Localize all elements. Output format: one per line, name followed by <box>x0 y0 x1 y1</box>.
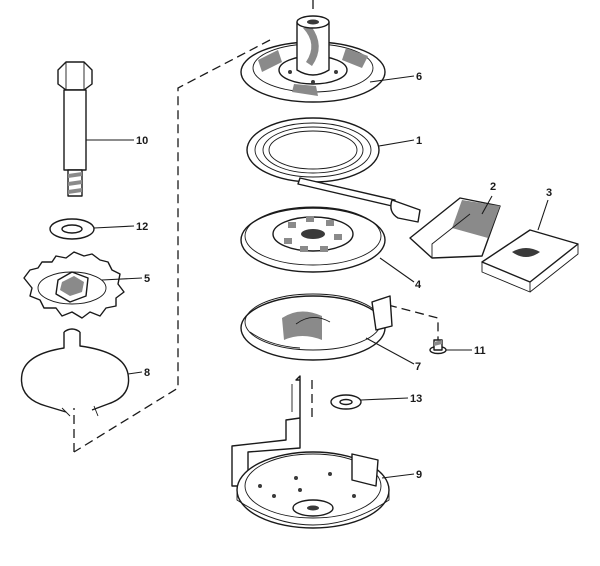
callout-5: 5 <box>144 273 150 285</box>
part-10-bolt <box>57 61 93 197</box>
part-13-small-washer <box>330 394 362 410</box>
part-2-starter-handle <box>390 197 501 259</box>
assembly-centerlines <box>73 0 439 453</box>
callout-9: 9 <box>416 469 422 481</box>
part-8-spring-clip <box>20 328 130 417</box>
callout-13: 13 <box>410 393 422 405</box>
callout-labels: 6 1 2 3 4 5 10 12 11 7 8 13 9 <box>136 71 552 481</box>
callout-3: 3 <box>546 187 552 199</box>
callout-6: 6 <box>416 71 422 83</box>
callout-2: 2 <box>490 181 496 193</box>
callout-4: 4 <box>415 279 422 291</box>
callout-10: 10 <box>136 135 148 147</box>
callout-1: 1 <box>416 135 422 147</box>
part-3-handle-insert <box>481 229 579 293</box>
callout-7: 7 <box>415 361 421 373</box>
callout-11: 11 <box>474 345 486 357</box>
part-9-base-plate <box>231 375 390 529</box>
part-4-sheave-plate <box>240 206 386 273</box>
leader-lines <box>86 75 549 479</box>
callout-12: 12 <box>136 221 148 233</box>
part-5-pawl-gear <box>23 251 125 319</box>
part-1-rope-coil <box>246 117 396 207</box>
callout-8: 8 <box>144 367 150 379</box>
part-7-spring-housing <box>240 293 393 361</box>
part-6-pulley-hub <box>240 15 386 103</box>
part-11-screw <box>429 339 447 355</box>
part-12-washer <box>49 218 95 240</box>
